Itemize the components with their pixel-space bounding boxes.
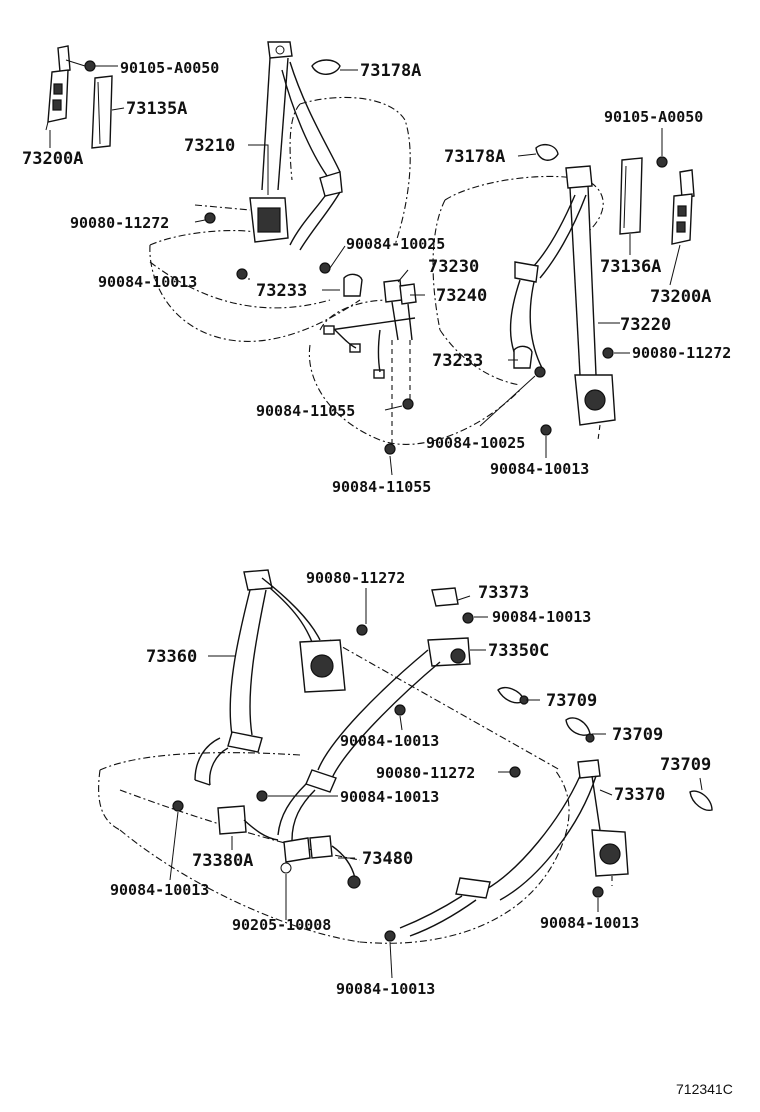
label-73178a-right: 73178A: [444, 147, 505, 167]
buckles-center: [323, 273, 533, 445]
label-90080-11272-b: 90080-11272: [632, 344, 731, 362]
label-90084-11055-b: 90084-11055: [332, 478, 431, 496]
label-90084-10013-d: 90084-10013: [340, 732, 439, 750]
label-90084-10013-h: 90084-10013: [336, 980, 435, 998]
label-90080-11272-d: 90080-11272: [376, 764, 475, 782]
label-90084-10013-f: 90084-10013: [110, 881, 209, 899]
label-90080-11272-c: 90080-11272: [306, 569, 405, 587]
label-73373: 73373: [478, 583, 529, 603]
label-90205-10008: 90205-10008: [232, 916, 331, 934]
bolts-top: [204, 212, 614, 455]
adjuster-73200a-left: [45, 45, 96, 131]
bolts-bottom: [172, 612, 604, 942]
belt-assembly-73220: [509, 165, 616, 441]
rear-belt-73370: [399, 759, 629, 937]
label-90084-10025-b: 90084-10025: [426, 434, 525, 452]
label-73220: 73220: [620, 315, 671, 335]
label-73178a-left: 73178A: [360, 61, 421, 81]
label-73135a: 73135A: [126, 99, 187, 119]
label-73233-a: 73233: [256, 281, 307, 301]
diagram-code: 712341C: [676, 1081, 733, 1097]
cap-73178a-right: [535, 143, 559, 161]
label-73200a-left: 73200A: [22, 149, 83, 169]
label-90105-a0050-right: 90105-A0050: [604, 108, 703, 126]
label-90084-10013-c: 90084-10013: [492, 608, 591, 626]
label-90084-10013-a: 90084-10013: [98, 273, 197, 291]
center-belt-73350c: [277, 587, 471, 841]
label-90084-10013-b: 90084-10013: [490, 460, 589, 478]
cover-73135a: [91, 75, 113, 149]
label-90084-10013-e: 90084-10013: [340, 788, 439, 806]
label-73210: 73210: [184, 136, 235, 156]
label-90080-11272-a: 90080-11272: [70, 214, 169, 232]
label-73233-b: 73233: [432, 351, 483, 371]
label-90105-a0050-left: 90105-A0050: [120, 59, 219, 77]
label-90084-10013-g: 90084-10013: [540, 914, 639, 932]
part-labels: 90105-A0050 73178A 73135A 73200A 73210 9…: [22, 59, 733, 1097]
buckles-rear: [217, 805, 361, 889]
label-90084-11055-a: 90084-11055: [256, 402, 355, 420]
front-seats-illustration: [149, 96, 604, 445]
leaders-top: [49, 65, 681, 476]
label-73350c: 73350C: [488, 641, 549, 661]
label-73200a-right: 73200A: [650, 287, 711, 307]
label-90084-10025-a: 90084-10025: [346, 235, 445, 253]
label-73480: 73480: [362, 849, 413, 869]
label-73709-b: 73709: [612, 725, 663, 745]
label-73230: 73230: [428, 257, 479, 277]
leaders-bottom: [169, 588, 703, 979]
label-73709-a: 73709: [546, 691, 597, 711]
belt-assembly-73210: [194, 41, 343, 251]
rear-belt-73360: [194, 569, 346, 786]
cover-73136a: [619, 157, 643, 235]
label-73360: 73360: [146, 647, 197, 667]
label-73380a: 73380A: [192, 851, 253, 871]
label-73136a: 73136A: [600, 257, 661, 277]
adjuster-73200a-right: [656, 156, 695, 245]
cap-73178a-left: [311, 59, 341, 75]
label-73240: 73240: [436, 286, 487, 306]
label-73370: 73370: [614, 785, 665, 805]
label-73709-c: 73709: [660, 755, 711, 775]
